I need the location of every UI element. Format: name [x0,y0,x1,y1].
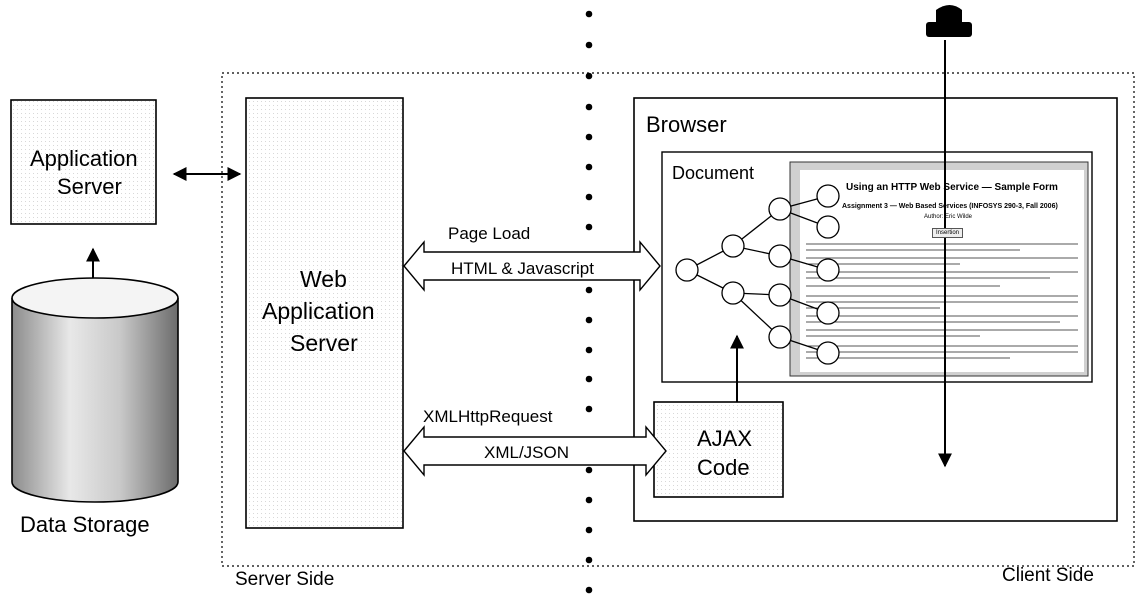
form-title: Using an HTTP Web Service — Sample Form [846,182,1058,193]
web-app-server-label-2: Application [262,298,375,324]
form-subtitle: Assignment 3 — Web Based Services (INFOS… [842,203,1058,210]
web-application-server-box [245,97,404,529]
client-side-label: Client Side [1002,565,1094,586]
form-button: Insertion [932,228,964,238]
server-client-divider [585,10,593,594]
application-server-label-2: Server [57,174,122,199]
form-author: Author: Eric Wilde [924,214,973,220]
xmlhttprequest-label: XMLHttpRequest [423,407,553,426]
document-label: Document [672,163,755,183]
ajax-code-box [653,401,784,498]
system-boundary [221,72,1135,567]
user-icon [926,5,972,37]
xml-json-label: XML/JSON [484,443,570,462]
server-side-label: Server Side [235,569,335,590]
page-load-arrow [403,240,661,292]
web-app-server-label-1: Web [300,266,347,292]
web-app-server-label-3: Server [290,330,358,356]
application-server-box [10,99,157,225]
sample-form-thumbnail [789,161,1089,377]
ajax-label-2: Code [697,455,750,480]
data-storage-label: Data Storage [20,512,150,537]
browser-label: Browser [646,112,727,137]
page-load-label: Page Load [448,224,531,243]
application-server-label-1: Application [30,146,138,171]
xhr-arrow [403,425,667,477]
ajax-label-1: AJAX [697,426,753,451]
dom-tree [675,184,840,365]
database-cylinder-icon [11,277,179,503]
html-javascript-label: HTML & Javascript [451,259,594,278]
